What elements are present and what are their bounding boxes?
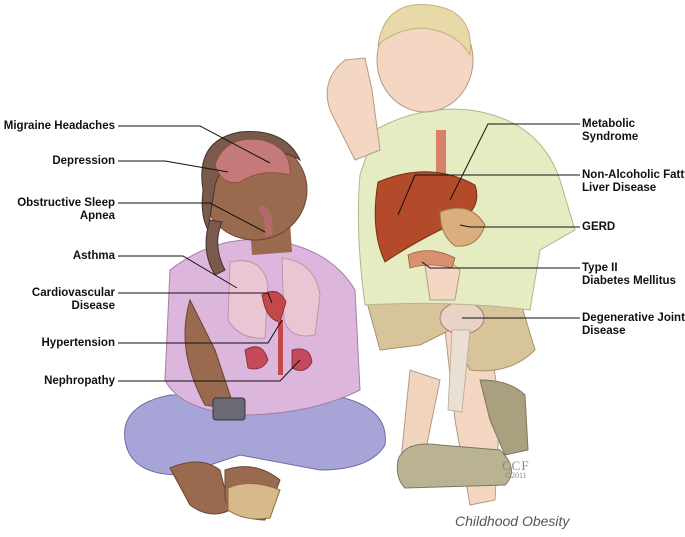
label-hypertension-line: Hypertension — [42, 337, 116, 350]
artist-signature: CCF ©2011 — [502, 461, 530, 481]
label-joint: Degenerative Joint Disease — [582, 312, 685, 338]
label-diabetes-line2: Diabetes Mellitus — [582, 275, 676, 288]
label-nephropathy: Nephropathy — [44, 375, 115, 388]
boy-shoe — [397, 444, 511, 488]
label-sleep-apnea-line2: Apnea — [17, 210, 115, 223]
label-cardiovascular-line2: Disease — [32, 300, 115, 313]
boy-hand — [425, 261, 460, 300]
label-diabetes: Type II Diabetes Mellitus — [582, 262, 676, 288]
label-metabolic-line2: Syndrome — [582, 131, 638, 144]
label-asthma: Asthma — [73, 250, 115, 263]
signature-year: ©2011 — [502, 471, 530, 481]
girl-figure — [125, 132, 386, 520]
label-diabetes-line1: Type II — [582, 262, 676, 275]
girl-lung-left — [228, 261, 268, 339]
label-cardiovascular: Cardiovascular Disease — [32, 287, 115, 313]
label-fatty-liver-line1: Non-Alcoholic Fatty — [582, 169, 685, 182]
label-gerd-line: GERD — [582, 221, 615, 234]
label-hypertension: Hypertension — [42, 337, 116, 350]
figure-caption: Childhood Obesity — [455, 513, 569, 529]
label-migraine: Migraine Headaches — [4, 120, 115, 133]
label-fatty-liver: Non-Alcoholic Fatty Liver Disease — [582, 169, 685, 195]
label-depression: Depression — [52, 155, 115, 168]
label-metabolic-line1: Metabolic — [582, 118, 638, 131]
label-joint-line2: Disease — [582, 325, 685, 338]
signature-mark: CCF — [502, 461, 530, 471]
label-depression-line: Depression — [52, 155, 115, 168]
label-sleep-apnea-line1: Obstructive Sleep — [17, 197, 115, 210]
girl-left-foot — [170, 462, 230, 514]
label-migraine-line: Migraine Headaches — [4, 120, 115, 133]
label-joint-line1: Degenerative Joint — [582, 312, 685, 325]
girl-aorta — [278, 320, 283, 375]
boy-arm — [327, 58, 380, 160]
label-fatty-liver-line2: Liver Disease — [582, 182, 685, 195]
label-gerd: GERD — [582, 221, 615, 234]
girl-sandal — [228, 483, 280, 519]
label-metabolic: Metabolic Syndrome — [582, 118, 638, 144]
label-asthma-line: Asthma — [73, 250, 115, 263]
label-cardiovascular-line1: Cardiovascular — [32, 287, 115, 300]
label-sleep-apnea: Obstructive Sleep Apnea — [17, 197, 115, 223]
label-nephropathy-line: Nephropathy — [44, 375, 115, 388]
handheld-game-icon — [213, 398, 245, 420]
